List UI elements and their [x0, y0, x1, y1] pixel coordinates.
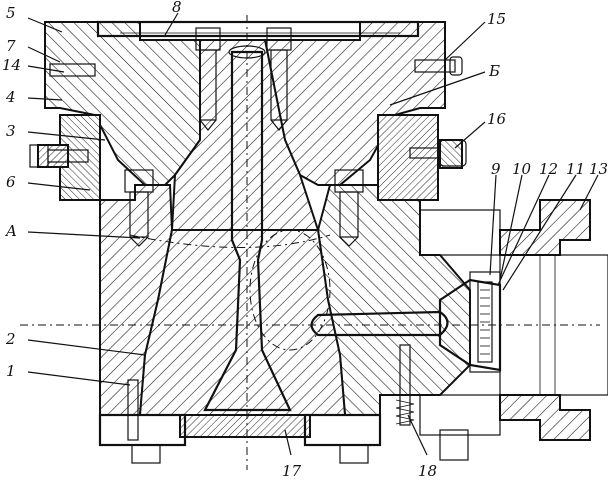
- bolt-side-left: [29, 144, 89, 168]
- leader-lines: [27, 12, 599, 456]
- label-9: 9: [491, 160, 501, 178]
- label-15: 15: [487, 10, 506, 28]
- label-12: 12: [539, 160, 558, 178]
- label-16: 16: [487, 110, 507, 128]
- right-coupling: [419, 199, 608, 441]
- label-7: 7: [6, 37, 16, 55]
- bottom-plate: [98, 413, 469, 464]
- label-10: 10: [512, 160, 532, 178]
- label-5: 5: [6, 4, 16, 22]
- label-6: 6: [6, 173, 16, 191]
- label-14: 14: [2, 56, 21, 74]
- bolts: [29, 27, 467, 441]
- label-17: 17: [282, 462, 302, 480]
- bolt-mid-right: [334, 169, 364, 247]
- lower-mold-body: [99, 184, 471, 416]
- filter-assembly: [469, 271, 501, 373]
- label-3: 3: [6, 122, 16, 140]
- bolt-side-right: [409, 139, 467, 167]
- center-lines: [20, 15, 600, 470]
- label-2: 2: [5, 330, 16, 348]
- spring-pin: [395, 344, 415, 426]
- label-11: 11: [566, 160, 585, 178]
- label-B: Б: [488, 62, 500, 80]
- label-A: A: [4, 222, 17, 240]
- bolt-mid-left: [124, 169, 154, 247]
- label-1: 1: [6, 362, 16, 380]
- label-18: 18: [418, 462, 437, 480]
- label-13: 13: [589, 160, 608, 178]
- label-8: 8: [172, 0, 182, 16]
- label-4: 4: [5, 88, 16, 106]
- bolt-top-right-small: [414, 56, 463, 76]
- bolt-top-left: [195, 27, 221, 131]
- pin-left: [127, 379, 139, 441]
- bolt-top-right: [266, 27, 292, 131]
